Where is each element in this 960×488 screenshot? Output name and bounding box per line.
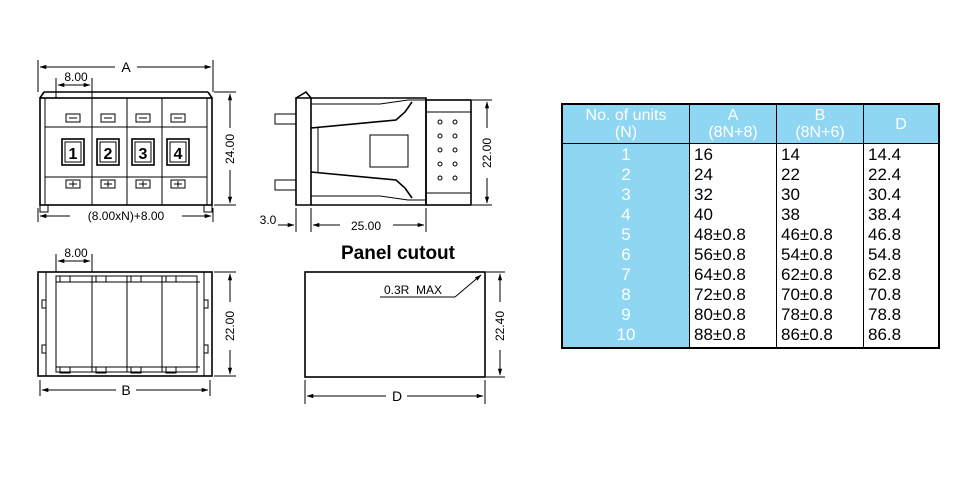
cell-units: 5 — [561, 225, 690, 245]
cell-units: 1 — [561, 143, 690, 165]
bottom-dim-b: B — [121, 382, 130, 398]
cutout-radius: 0.3R MAX — [384, 283, 442, 297]
side-dim-offset: 3.0 — [260, 213, 277, 227]
cell-d: 14.4 — [863, 143, 940, 165]
cell-d: 62.8 — [863, 265, 940, 285]
cell-units: 3 — [561, 185, 690, 205]
front-dim-pitch: 8.00 — [64, 70, 88, 84]
cell-d: 22.4 — [863, 165, 940, 185]
cell-a: 32 — [689, 185, 777, 205]
digit-2: 2 — [104, 146, 113, 163]
front-dim-formula: (8.00xN)+8.00 — [88, 209, 165, 223]
table-header-row: No. of units(N) A(8N+8) B(8N+6) D — [561, 103, 940, 144]
cell-units: 7 — [561, 265, 690, 285]
cell-units: 4 — [561, 205, 690, 225]
header-d: D — [863, 103, 940, 144]
cell-d: 86.8 — [863, 325, 940, 348]
cell-b: 62±0.8 — [776, 265, 864, 285]
cell-units: 10 — [561, 325, 690, 348]
side-dim-height: 22.00 — [480, 138, 494, 168]
front-dim-height: 24.00 — [223, 134, 237, 164]
bottom-dim-height: 22.00 — [223, 311, 237, 341]
digit-3: 3 — [139, 146, 148, 163]
cell-d: 78.8 — [863, 305, 940, 325]
front-dim-a: A — [121, 59, 131, 75]
cutout-dim-d: D — [392, 388, 402, 404]
cell-a: 40 — [689, 205, 777, 225]
header-units: No. of units(N) — [561, 103, 690, 144]
cell-a: 24 — [689, 165, 777, 185]
cell-units: 2 — [561, 165, 690, 185]
digit-4: 4 — [174, 146, 183, 163]
cutout-dim-height: 22.40 — [493, 311, 507, 341]
cell-a: 56±0.8 — [689, 245, 777, 265]
cell-a: 48±0.8 — [689, 225, 777, 245]
cell-d: 70.8 — [863, 285, 940, 305]
cell-b: 86±0.8 — [776, 325, 864, 348]
unit-2 — [96, 113, 120, 189]
cell-b: 22 — [776, 165, 864, 185]
header-b: B(8N+6) — [776, 103, 864, 144]
header-a: A(8N+8) — [689, 103, 777, 144]
cell-b: 46±0.8 — [776, 225, 864, 245]
cell-d: 46.8 — [863, 225, 940, 245]
cell-b: 70±0.8 — [776, 285, 864, 305]
bottom-view: 8.00 22.00 B — [37, 246, 237, 398]
panel-cutout: Panel cutout 0.3R MAX 22.40 D — [304, 243, 507, 404]
unit-1 — [61, 113, 85, 189]
cell-b: 38 — [776, 205, 864, 225]
cell-b: 78±0.8 — [776, 305, 864, 325]
cell-a: 80±0.8 — [689, 305, 777, 325]
unit-3 — [131, 113, 155, 189]
unit-4 — [166, 113, 190, 189]
cell-b: 30 — [776, 185, 864, 205]
side-view: 22.00 3.0 25.00 — [260, 90, 494, 233]
cell-units: 8 — [561, 285, 690, 305]
cell-units: 9 — [561, 305, 690, 325]
side-dim-depth: 25.00 — [351, 219, 381, 233]
cell-b: 54±0.8 — [776, 245, 864, 265]
digit-1: 1 — [69, 146, 78, 163]
cell-d: 38.4 — [863, 205, 940, 225]
cell-a: 72±0.8 — [689, 285, 777, 305]
cell-a: 88±0.8 — [689, 325, 777, 348]
cutout-title: Panel cutout — [341, 243, 456, 264]
bottom-dim-pitch: 8.00 — [64, 246, 88, 260]
front-view: A 8.00 — [37, 59, 237, 223]
cell-b: 14 — [776, 143, 864, 165]
cell-a: 64±0.8 — [689, 265, 777, 285]
cell-a: 16 — [689, 143, 777, 165]
cell-d: 54.8 — [863, 245, 940, 265]
technical-drawings: A 8.00 — [37, 59, 507, 404]
cell-d: 30.4 — [863, 185, 940, 205]
cell-units: 6 — [561, 245, 690, 265]
